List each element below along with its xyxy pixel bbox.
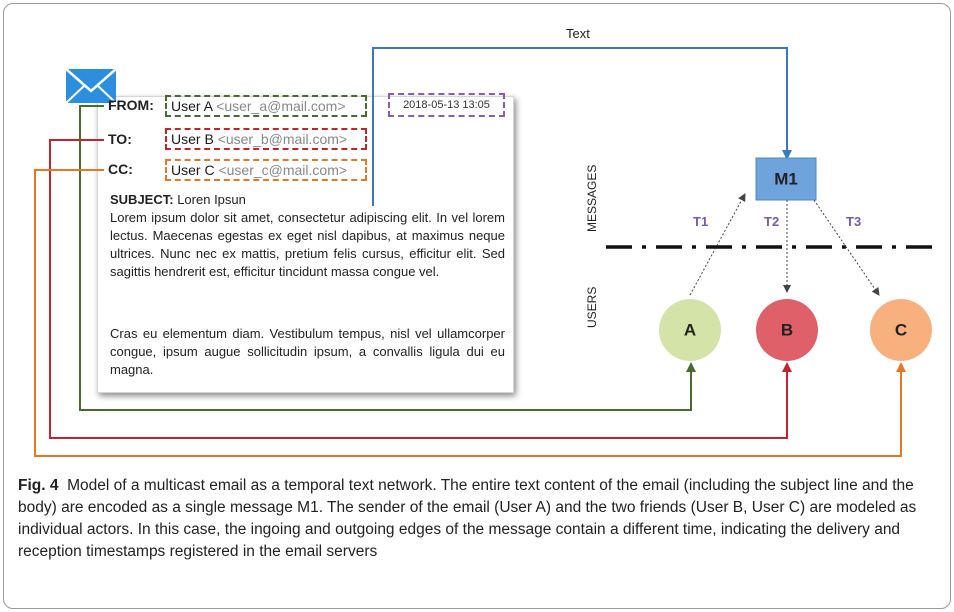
text-edge <box>372 47 792 206</box>
from-connector <box>79 105 696 411</box>
email-body-paragraph-1: Lorem ipsum dolor sit amet, consectetur … <box>110 210 505 279</box>
from-name: User A <box>171 98 213 114</box>
subject-line: SUBJECT: Loren Ipsun <box>110 192 246 207</box>
to-label: TO: <box>108 131 132 147</box>
to-connector <box>49 139 792 439</box>
user-node-a-label: A <box>684 321 696 340</box>
message-node-m1 <box>755 157 817 201</box>
to-name: User B <box>171 131 214 147</box>
cc-address: <user_c@mail.com> <box>218 162 348 178</box>
cc-field: User C <user_c@mail.com> <box>165 159 367 181</box>
subject-label: SUBJECT: <box>110 192 174 207</box>
user-node-b-label: B <box>781 321 793 340</box>
cc-connector <box>34 169 906 457</box>
messages-layer-label: MESSAGES <box>585 165 599 232</box>
caption-text: Model of a multicast email as a temporal… <box>18 477 917 560</box>
from-label: FROM: <box>108 97 154 113</box>
edge-label-t1: T1 <box>693 214 708 229</box>
edge-t1 <box>689 193 746 296</box>
cc-label: CC: <box>108 161 133 177</box>
figure-label: Fig. 4 <box>18 477 59 494</box>
email-body-paragraph-2: Cras eu elementum diam. Vestibulum tempu… <box>110 326 505 377</box>
from-field: User A <user_a@mail.com> <box>165 95 367 117</box>
envelope-icon <box>65 68 117 104</box>
timestamp-field: 2018-05-13 13:05 <box>388 93 505 117</box>
edge-label-t2: T2 <box>764 214 779 229</box>
user-node-b <box>756 299 818 361</box>
users-layer-label: USERS <box>585 287 599 328</box>
user-node-a <box>659 299 721 361</box>
cc-name: User C <box>171 162 215 178</box>
user-node-c-label: C <box>895 321 907 340</box>
from-address: <user_a@mail.com> <box>216 98 346 114</box>
edge-t3 <box>813 199 880 296</box>
subject-text: Loren Ipsun <box>177 192 246 207</box>
message-node-label: M1 <box>774 170 798 189</box>
to-field: User B <user_b@mail.com> <box>165 128 367 150</box>
figure-caption: Fig. 4 Model of a multicast email as a t… <box>18 475 938 563</box>
to-address: <user_b@mail.com> <box>217 131 348 147</box>
text-edge-label: Text <box>566 26 590 41</box>
edge-label-t3: T3 <box>846 214 861 229</box>
user-node-c <box>870 299 932 361</box>
